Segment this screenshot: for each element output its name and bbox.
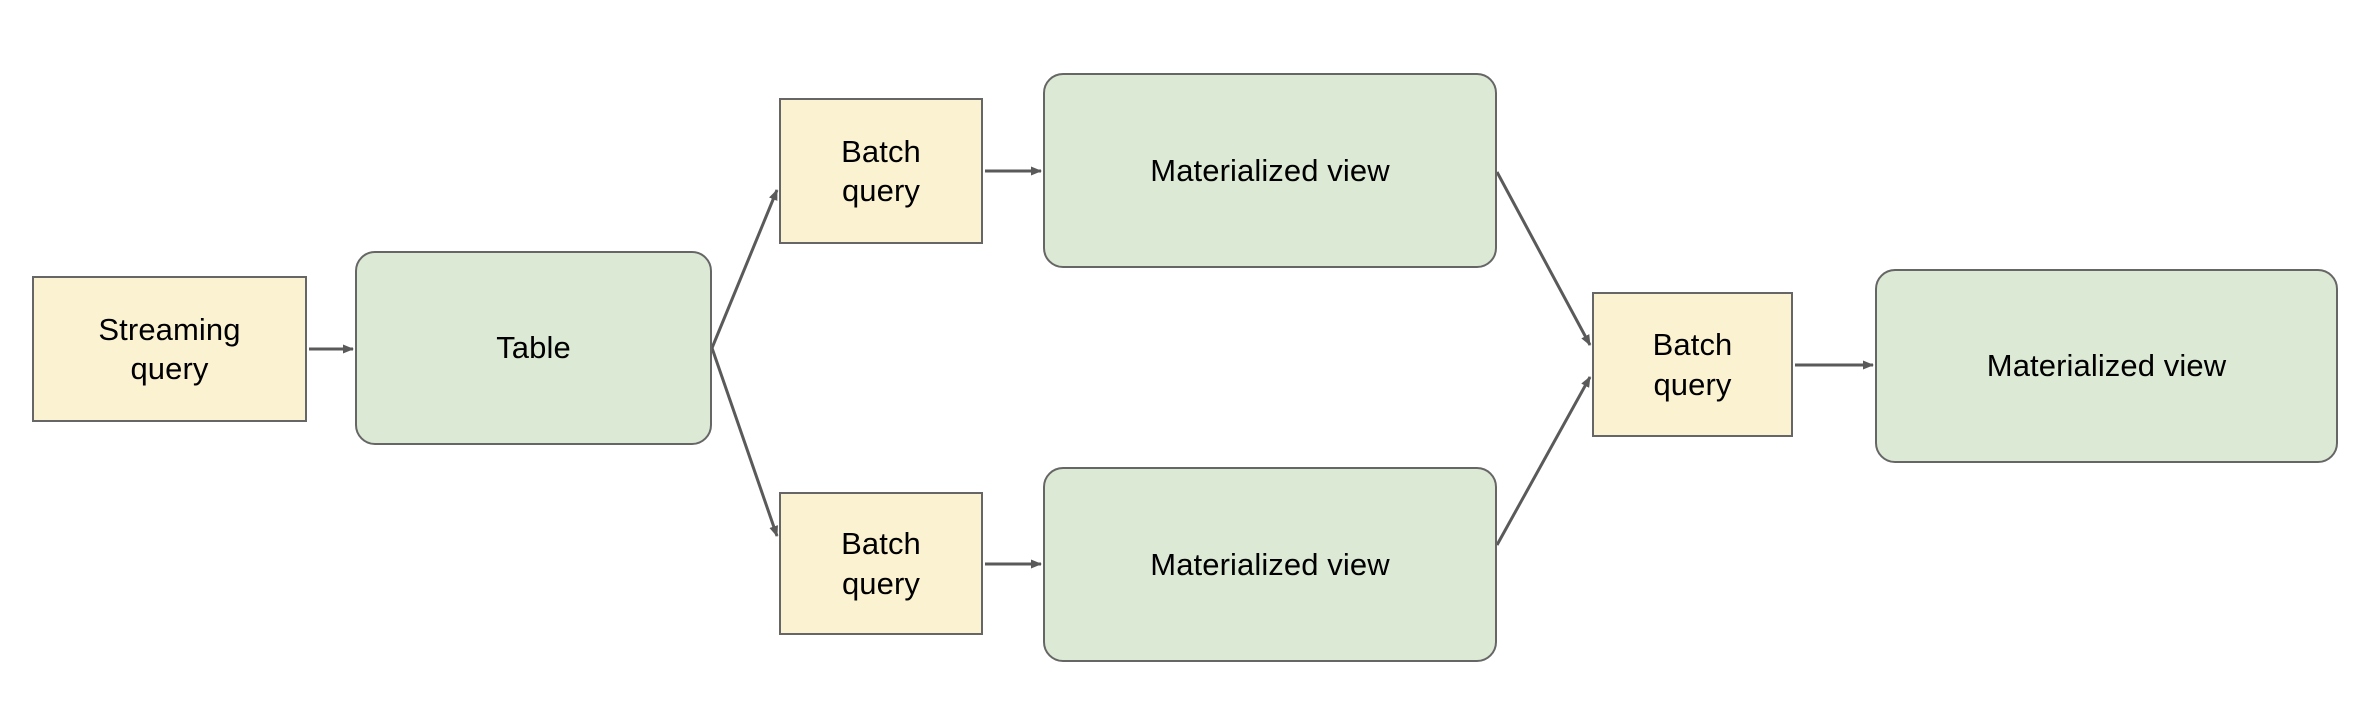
- node-materialized-view-top-label: Materialized view: [1150, 152, 1390, 188]
- node-table[interactable]: Table: [355, 251, 712, 445]
- node-table-label: Table: [496, 330, 571, 366]
- node-batch-query-bottom-label: Batch query: [841, 526, 921, 601]
- node-materialized-view-top[interactable]: Materialized view: [1043, 73, 1497, 268]
- edge-table-to-batch-bottom: [710, 347, 779, 537]
- node-batch-query-join-label: Batch query: [1652, 327, 1733, 402]
- node-materialized-view-bottom-label: Materialized view: [1150, 546, 1390, 582]
- node-materialized-view-final[interactable]: Materialized view: [1875, 269, 2338, 463]
- node-materialized-view-bottom[interactable]: Materialized view: [1043, 467, 1497, 662]
- node-batch-query-join[interactable]: Batch query: [1592, 292, 1793, 437]
- node-batch-query-bottom[interactable]: Batch query: [779, 492, 983, 635]
- node-materialized-view-final-label: Materialized view: [1986, 348, 2227, 384]
- node-batch-query-top-label: Batch query: [841, 133, 921, 208]
- node-streaming-query-label: Streaming query: [98, 311, 241, 386]
- edge-mv-top-to-batch-join: [1495, 171, 1592, 346]
- node-streaming-query[interactable]: Streaming query: [32, 276, 307, 422]
- node-batch-query-top[interactable]: Batch query: [779, 98, 983, 244]
- edge-mv-bottom-to-batch-join: [1495, 376, 1592, 546]
- edge-table-to-batch-top: [710, 189, 779, 349]
